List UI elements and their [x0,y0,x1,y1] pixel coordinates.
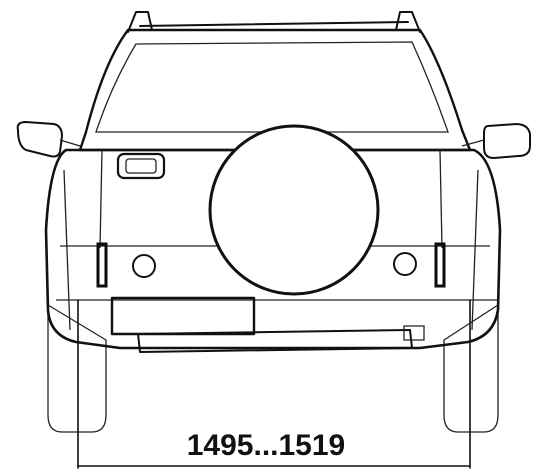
track-width-label: 1495...1519 [187,429,345,462]
tailgate-left-edge [99,149,103,249]
left-mirror [16,121,63,158]
license-plate [110,296,256,336]
right-reflector [393,252,417,276]
rear-window [95,41,449,133]
tailgate-handle [116,152,166,180]
tow-hook [403,325,425,341]
body-side-right [471,169,479,331]
lower-bumper-strip [137,329,413,353]
left-roof-rail [127,11,153,33]
left-tail-light [96,242,108,288]
left-reflector [132,254,156,278]
dimension-label-backdrop [168,424,364,464]
tailgate-handle-recess [125,158,157,174]
right-tire [443,304,499,433]
right-tail-light [434,242,446,288]
right-mirror [483,123,531,159]
body-side-left [63,169,71,331]
right-roof-rail [395,11,421,33]
tailgate-right-edge [439,149,443,249]
left-mirror-arm [59,139,81,147]
spare-wheel-cover [208,124,380,296]
left-tire [47,304,107,433]
right-mirror-arm [461,139,485,147]
roof-crossbar [139,21,409,27]
body-outline [44,148,502,350]
